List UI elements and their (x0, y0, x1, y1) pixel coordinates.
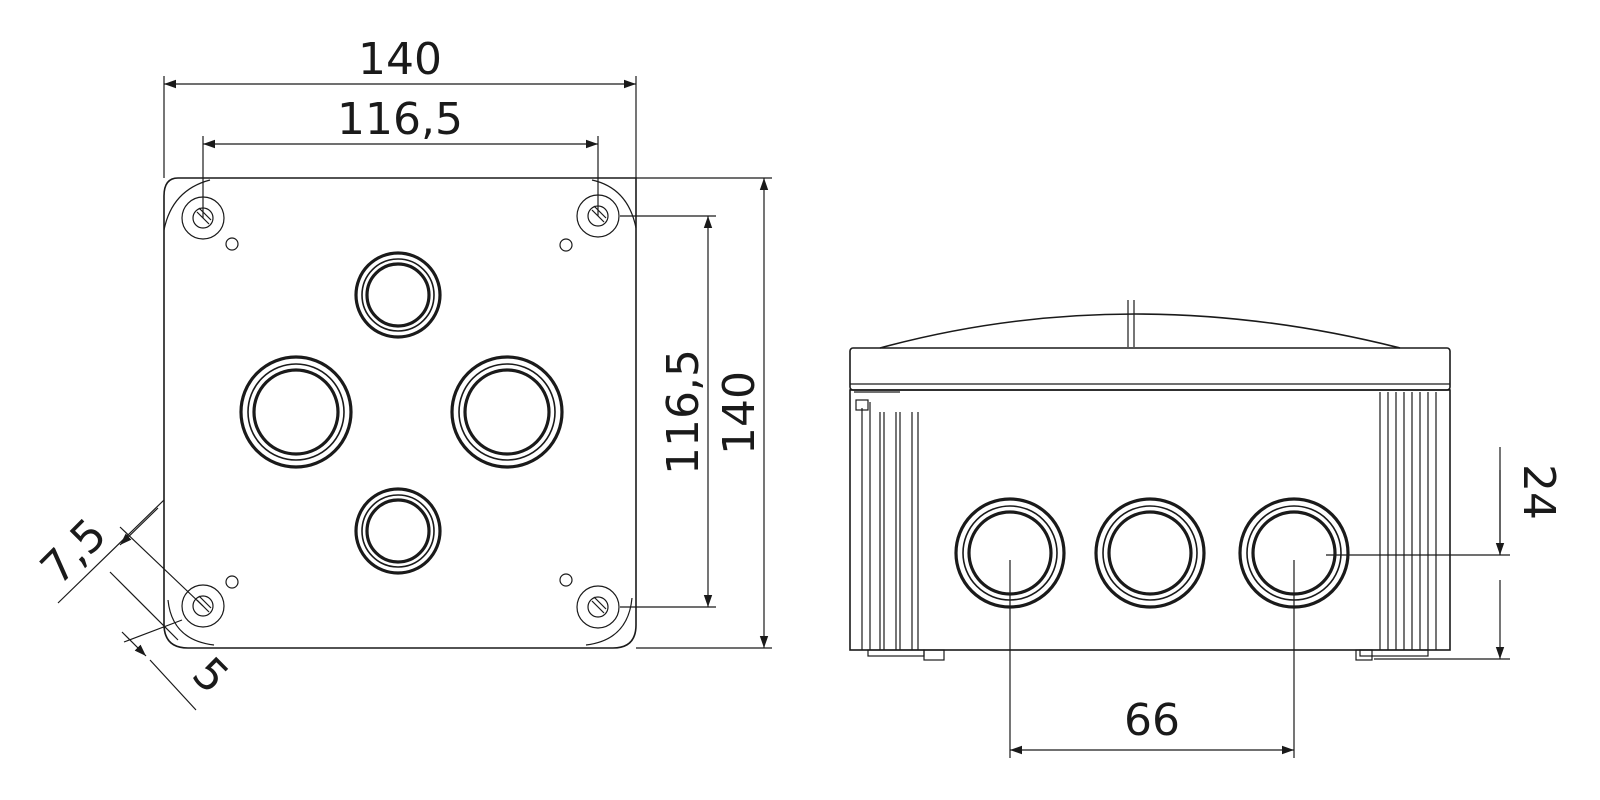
foot-left (867, 649, 925, 657)
side-view: 66 24 (849, 300, 1564, 758)
bottom-right-corner-detail (585, 597, 633, 646)
dim-top-width-outer: 140 (163, 34, 637, 178)
dim-label-corner-small: 5 (182, 648, 238, 704)
dim-top-height-outer: 140 (636, 177, 772, 649)
dim-label-side-height: 24 (1513, 464, 1564, 520)
screw-top-left (181, 196, 239, 251)
dim-label-top-height-hole: 116,5 (658, 349, 709, 475)
lid-dome (879, 313, 1401, 349)
entry-left-large (239, 355, 353, 469)
screw-bottom-right (559, 573, 620, 629)
dim-side-height: 24 (1326, 447, 1564, 660)
side-entry-middle (1094, 497, 1206, 609)
bottom-left-corner-detail (167, 599, 215, 646)
dim-label-top-width-hole: 116,5 (337, 94, 463, 145)
entry-right-large (450, 355, 564, 469)
top-view: 140 116,5 116,5 140 7 (31, 34, 772, 711)
entry-top-small (354, 251, 442, 339)
dim-top-height-hole: 116,5 (620, 215, 716, 608)
dim-side-spacing: 66 (1009, 560, 1295, 758)
right-ribs (1379, 392, 1437, 650)
top-view-outline (163, 177, 637, 649)
dim-label-top-height-outer: 140 (714, 371, 765, 455)
dim-corner-offset: 7,5 (31, 499, 204, 641)
screw-bottom-left (181, 575, 239, 628)
dim-label-corner-offset: 7,5 (31, 509, 117, 595)
dim-label-top-width-outer: 140 (358, 34, 442, 85)
entry-bottom-small (354, 487, 442, 575)
screw-top-right (559, 194, 620, 252)
side-body (849, 389, 1451, 651)
foot-right (1359, 649, 1429, 657)
dim-corner-small: 5 (121, 619, 238, 711)
dim-label-side-spacing: 66 (1124, 695, 1180, 746)
dim-top-width-hole: 116,5 (202, 94, 599, 218)
left-ribs (855, 399, 919, 650)
